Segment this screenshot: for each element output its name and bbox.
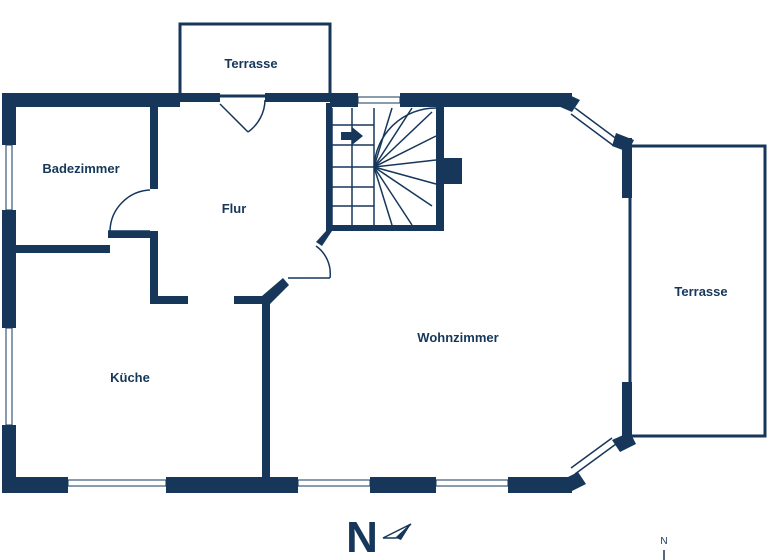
room-label-kitchen: Küche <box>110 370 150 385</box>
interior-walls <box>16 103 462 477</box>
outer-walls <box>2 93 636 493</box>
compass-needle-icon <box>382 523 412 540</box>
room-label-living-room: Wohnzimmer <box>417 330 498 345</box>
staircase <box>331 107 437 226</box>
room-label-bathroom: Badezimmer <box>42 161 119 176</box>
compass-small-north-letter: N <box>660 536 667 547</box>
compass-north-letter: N <box>346 513 378 560</box>
terrace-right-outline <box>628 144 767 438</box>
room-label-terrace-right: Terrasse <box>674 284 727 299</box>
windows <box>5 96 619 487</box>
stair-direction-arrow-icon <box>341 127 363 145</box>
room-label-hallway: Flur <box>222 201 247 216</box>
door-swings <box>108 99 332 279</box>
room-label-terrace-top: Terrasse <box>224 56 277 71</box>
terrace-top-outline <box>178 22 332 98</box>
